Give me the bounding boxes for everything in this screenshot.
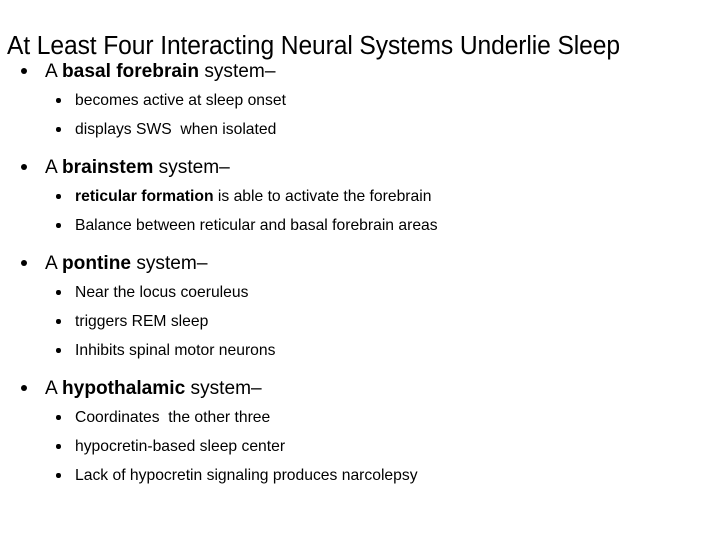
outline-sub-text: Near the locus coeruleus <box>75 283 248 302</box>
outline-item-level1: A pontine system– <box>0 252 720 283</box>
bullet-dot-icon <box>56 223 61 228</box>
bullet-dot-icon <box>56 127 61 132</box>
outline-item-level2: Lack of hypocretin signaling produces na… <box>0 466 720 495</box>
outline-sub-text: reticular formation is able to activate … <box>75 187 431 206</box>
bullet-dot-icon <box>21 260 27 266</box>
emphasized-term: basal forebrain <box>62 60 200 82</box>
outline-sub-text: hypocretin-based sleep center <box>75 437 285 456</box>
text-suffix: hypocretin-based sleep center <box>75 438 286 455</box>
bullet-dot-icon <box>56 473 61 478</box>
page-title: At Least Four Interacting Neural Systems… <box>7 32 620 61</box>
content-outline: A basal forebrain system– becomes active … <box>0 60 720 495</box>
outline-sub-text: Inhibits spinal motor neurons <box>75 341 275 360</box>
bullet-dot-icon <box>21 385 27 391</box>
outline-item-level1: A brainstem system– <box>0 156 720 187</box>
outline-item-level1: A basal forebrain system– <box>0 60 720 91</box>
outline-item-level2: Balance between reticular and basal fore… <box>0 216 720 245</box>
text-suffix: becomes active at sleep onset <box>75 92 286 109</box>
group-spacer <box>0 149 720 156</box>
outline-item-level2: triggers REM sleep <box>0 312 720 341</box>
outline-sub-text: becomes active at sleep onset <box>75 91 286 110</box>
text-suffix: Coordinates the other three <box>75 409 271 426</box>
bullet-dot-icon <box>56 319 61 324</box>
text-prefix: A <box>45 156 63 178</box>
text-suffix: triggers REM sleep <box>75 313 209 330</box>
bullet-dot-icon <box>56 194 61 199</box>
outline-item-level2: hypocretin-based sleep center <box>0 437 720 466</box>
outline-heading-text: A basal forebrain system– <box>45 60 275 82</box>
emphasized-term: pontine <box>62 252 132 274</box>
outline-item-level2: Near the locus coeruleus <box>0 283 720 312</box>
outline-heading-text: A hypothalamic system– <box>45 377 262 399</box>
bullet-dot-icon <box>56 290 61 295</box>
text-suffix: Balance between reticular and basal fore… <box>75 217 438 234</box>
outline-sub-text: triggers REM sleep <box>75 312 208 331</box>
outline-heading-text: A pontine system– <box>45 252 207 274</box>
text-prefix: A <box>45 252 63 274</box>
outline-item-level1: A hypothalamic system– <box>0 377 720 408</box>
emphasized-term: brainstem <box>62 156 154 178</box>
text-suffix: Inhibits spinal motor neurons <box>75 342 276 359</box>
bullet-dot-icon <box>56 348 61 353</box>
text-suffix: system– <box>153 156 230 178</box>
outline-sub-text: displays SWS when isolated <box>75 120 276 139</box>
text-prefix: A <box>45 377 63 399</box>
bullet-dot-icon <box>21 164 27 170</box>
bullet-dot-icon <box>56 98 61 103</box>
outline-item-level2: Inhibits spinal motor neurons <box>0 341 720 370</box>
outline-sub-text: Lack of hypocretin signaling produces na… <box>75 466 418 485</box>
bullet-dot-icon <box>56 415 61 420</box>
group-spacer <box>0 245 720 252</box>
outline-item-level2: Coordinates the other three <box>0 408 720 437</box>
text-suffix: system– <box>199 60 276 82</box>
text-suffix: displays SWS when isolated <box>75 121 277 138</box>
outline-item-level2: reticular formation is able to activate … <box>0 187 720 216</box>
bullet-dot-icon <box>21 68 27 74</box>
text-prefix: A <box>45 60 63 82</box>
outline-heading-text: A brainstem system– <box>45 156 230 178</box>
outline-sub-text: Balance between reticular and basal fore… <box>75 216 438 235</box>
text-suffix: system– <box>185 377 262 399</box>
text-suffix: is able to activate the forebrain <box>213 188 432 205</box>
emphasized-term: reticular formation <box>75 188 214 205</box>
text-suffix: Lack of hypocretin signaling produces na… <box>75 467 418 484</box>
bullet-dot-icon <box>56 444 61 449</box>
outline-item-level2: displays SWS when isolated <box>0 120 720 149</box>
outline-item-level2: becomes active at sleep onset <box>0 91 720 120</box>
text-suffix: Near the locus coeruleus <box>75 284 249 301</box>
text-suffix: system– <box>131 252 208 274</box>
outline-sub-text: Coordinates the other three <box>75 408 270 427</box>
group-spacer <box>0 370 720 377</box>
emphasized-term: hypothalamic <box>62 377 186 399</box>
